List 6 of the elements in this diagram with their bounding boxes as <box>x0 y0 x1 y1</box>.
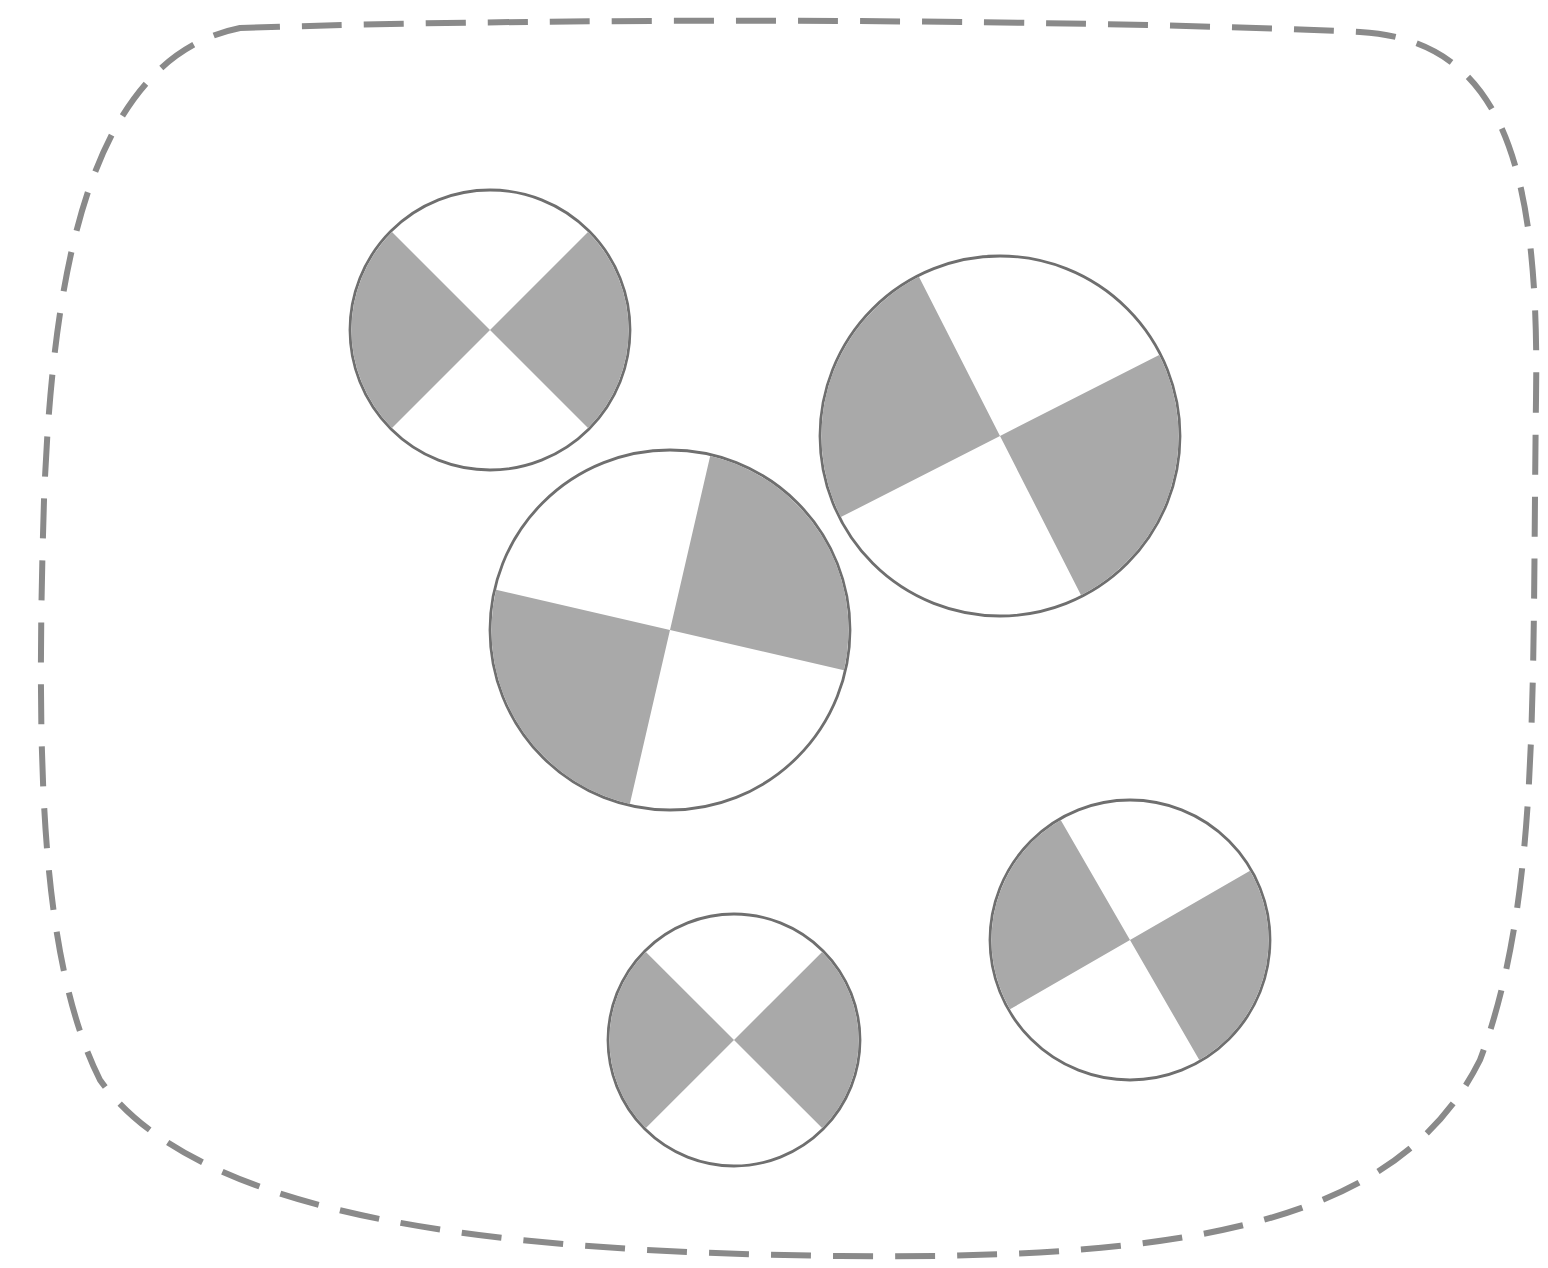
quadrant-circle-icon <box>988 798 1272 1082</box>
dashed-boundary <box>36 12 1544 1260</box>
quadrant-circle-icon <box>348 188 632 472</box>
quadrant-circle-icon <box>818 254 1182 618</box>
quadrant-circle-icon <box>488 448 852 812</box>
quadrant-circle-icon <box>606 912 862 1168</box>
